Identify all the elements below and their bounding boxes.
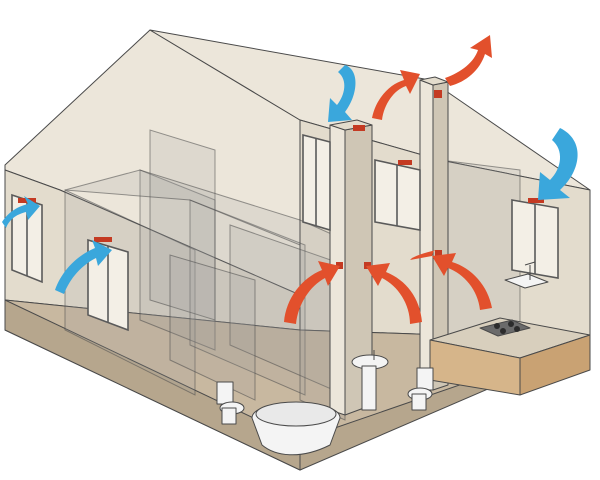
fresh-air-arrow-icon <box>2 196 40 228</box>
fresh-air-arrow-icon <box>538 128 578 200</box>
fresh-air-arrow-icon <box>328 65 356 122</box>
toilet-icon <box>407 367 434 411</box>
bathtub-icon <box>251 401 341 456</box>
kitchen-counter <box>429 261 591 396</box>
partition-3 <box>189 199 306 396</box>
window-right-kitchen <box>511 198 559 279</box>
partition-2 <box>139 169 216 351</box>
exhaust-air-arrow-icon <box>410 250 436 260</box>
window-upper-right <box>374 159 421 231</box>
exhaust-vents <box>336 90 442 269</box>
fresh-air-arrows <box>2 65 578 294</box>
partition-5 <box>149 129 216 321</box>
partition-6 <box>169 254 256 401</box>
toilet-icon <box>216 381 245 425</box>
fresh-air-arrow-icon <box>55 240 112 294</box>
exhaust-air-arrow-icon <box>445 35 492 86</box>
window-upper-middle <box>302 133 331 232</box>
vent-grille <box>434 90 442 98</box>
vent-grille <box>353 125 365 131</box>
sink-icon <box>351 350 389 411</box>
exhaust-air-arrow-icon <box>432 253 492 310</box>
exhaust-air-arrow-icon <box>366 263 422 324</box>
exhaust-air-arrow-icon <box>284 261 340 324</box>
house-shell <box>4 29 591 471</box>
stove-icon <box>479 319 531 337</box>
kitchen-sink-icon <box>504 261 549 289</box>
exhaust-air-arrows <box>284 35 492 324</box>
vent-grille <box>435 250 442 257</box>
exhaust-air-arrow-icon <box>372 70 420 120</box>
vent-grille <box>336 262 343 269</box>
vent-grille <box>364 262 371 269</box>
